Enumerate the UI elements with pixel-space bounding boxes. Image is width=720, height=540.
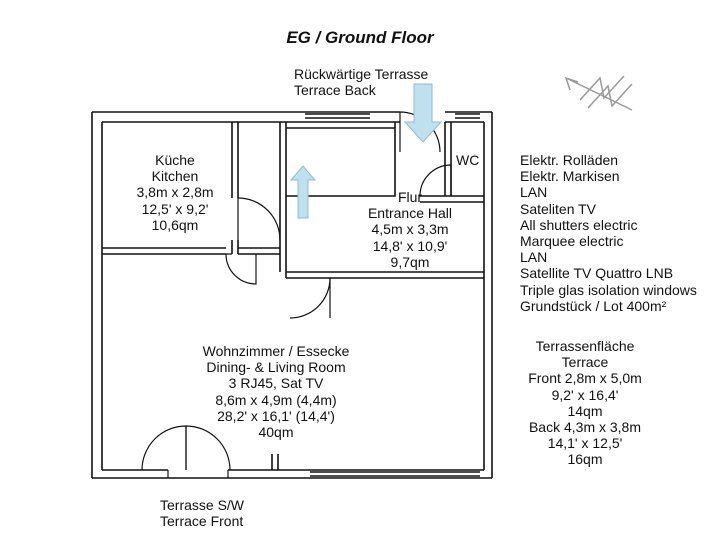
- list-item: Triple glas isolation windows: [520, 281, 697, 298]
- list-item: Sateliten TV: [520, 200, 597, 217]
- north-arrow-icon: [564, 75, 633, 111]
- terrace-back-label: Rückwärtige Terrasse Terrace Back: [294, 66, 429, 99]
- list-item: LAN: [520, 184, 548, 201]
- wc-label: WC: [456, 152, 480, 168]
- hall-label: Flur Entrance Hall 4,5m x 3,3m 14,8' x 1…: [367, 189, 453, 270]
- list-item: Satellite TV Quattro LNB: [520, 265, 674, 282]
- list-item: Grundstück / Lot 400m²: [520, 297, 667, 314]
- kitchen-label: Küche Kitchen 3,8m x 2,8m 12,5' x 9,2' 1…: [136, 152, 214, 233]
- entry-arrow-icon: [289, 165, 317, 219]
- list-item: All shutters electric: [520, 216, 638, 233]
- outer-walls: [91, 111, 493, 479]
- entry-arrow-icon: [403, 83, 443, 143]
- list-item: Elektr. Rolläden: [520, 152, 619, 168]
- terrace-front-label: Terrasse S/W Terrace Front: [160, 497, 245, 530]
- living-room-label: Wohnzimmer / Essecke Dining- & Living Ro…: [202, 343, 350, 441]
- list-item: Elektr. Markisen: [520, 168, 620, 185]
- page-title: EG / Ground Floor: [286, 28, 434, 47]
- interior-walls: [102, 122, 484, 470]
- list-item: LAN: [520, 249, 548, 266]
- terrace-area-info: Terrassenfläche Terrace Front 2,8m x 5,0…: [528, 338, 642, 468]
- features-list: Elektr. Rolläden Elektr. Markisen LAN Sa…: [520, 152, 697, 314]
- door-swings: [141, 111, 452, 478]
- list-item: Marquee electric: [520, 233, 624, 250]
